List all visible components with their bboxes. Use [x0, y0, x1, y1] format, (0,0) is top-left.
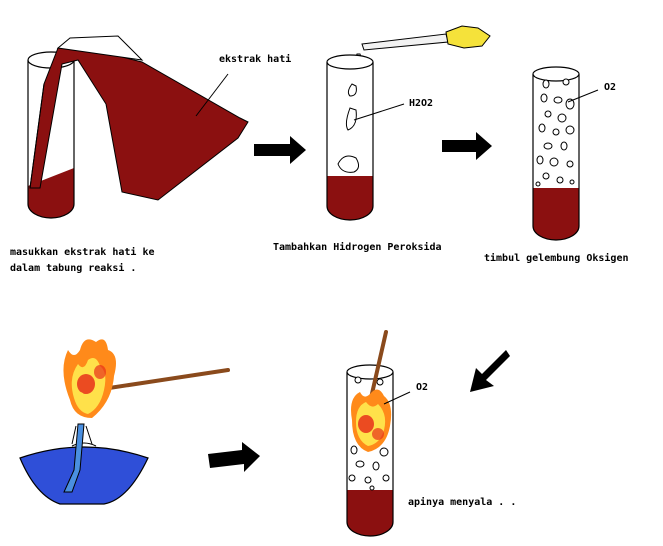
- bubble-icon: [376, 378, 384, 386]
- bubble-icon: [536, 155, 544, 165]
- dropper: [355, 25, 491, 65]
- bubble-icon: [553, 96, 563, 104]
- lamp-wick: [63, 423, 85, 493]
- ekstrak-leader: [195, 73, 229, 117]
- step-5-ignite: O2 apinya menyala . .: [346, 330, 516, 537]
- step-4-lamp: [19, 339, 230, 505]
- tube-5-liquid: [347, 490, 393, 536]
- bubble-group-1: [535, 78, 575, 187]
- bubble-icon: [355, 460, 365, 468]
- label-o2-bottom: O2: [416, 382, 428, 393]
- bubble-icon: [544, 110, 552, 118]
- bubble-group-2: [348, 376, 390, 491]
- test-tube-5: [346, 364, 394, 537]
- bubble-icon: [348, 474, 356, 482]
- caption-step-5: apinya menyala . .: [408, 496, 516, 508]
- bubble-icon: [535, 181, 541, 187]
- h2o2-leader: [353, 103, 405, 121]
- tube-2-glass: [326, 62, 374, 221]
- bubble-icon: [542, 79, 550, 89]
- arrow-right-icon: [254, 136, 306, 164]
- wooden-splint-1: [94, 368, 230, 392]
- step-2-add-h2o2: H2O2 Tambahkan Hidrogen Peroksida: [273, 25, 491, 253]
- bubble-icon: [354, 376, 362, 384]
- step-3-bubbles: O2 timbul gelembung Oksigen: [484, 66, 629, 264]
- bubble-icon: [369, 485, 375, 491]
- flame-icon: [351, 389, 392, 452]
- o2-bottom-leader: [383, 391, 411, 405]
- o2-top-leader: [567, 89, 599, 103]
- step-1-pour: ekstrak hati masukkan ekstrak hati ke da…: [10, 35, 291, 274]
- bubble-icon: [562, 78, 570, 86]
- lamp-neck: [71, 442, 97, 447]
- bubble-icon: [560, 141, 568, 151]
- bubble-icon: [364, 476, 372, 484]
- caption-step-1-line-2: dalam tabung reaksi .: [10, 262, 136, 274]
- h2o2-drop-1: [347, 83, 357, 97]
- tube-3-liquid: [533, 188, 579, 240]
- bubble-icon: [542, 172, 550, 180]
- arrow-right-icon: [208, 442, 260, 472]
- bubble-icon: [538, 123, 546, 133]
- test-tube-2: [326, 54, 374, 221]
- tube-3-glass: [532, 74, 580, 241]
- bubble-icon: [566, 160, 574, 168]
- caption-step-1-line-1: masukkan ekstrak hati ke: [10, 246, 155, 258]
- tube-5-glass: [346, 372, 394, 537]
- tube-3-mouth: [532, 66, 580, 82]
- arrow-right-icon: [442, 132, 492, 160]
- bubble-icon: [565, 125, 575, 135]
- bubble-icon: [549, 157, 559, 167]
- tube-1-glass: [27, 60, 75, 219]
- h2o2-drop-2: [345, 107, 357, 131]
- lamp-body: [19, 446, 149, 505]
- bubble-icon: [543, 142, 553, 150]
- bubble-icon: [382, 474, 390, 482]
- bubble-icon: [552, 128, 560, 136]
- extract-pour-top: [56, 35, 144, 61]
- bubble-icon: [372, 461, 380, 471]
- liver-extract-pour: [29, 35, 249, 201]
- bubble-icon: [379, 447, 389, 457]
- label-ekstrak-hati: ekstrak hati: [219, 53, 291, 65]
- caption-step-2: Tambahkan Hidrogen Peroksida: [273, 241, 442, 253]
- caption-step-3: timbul gelembung Oksigen: [484, 252, 629, 264]
- bubble-icon: [556, 176, 564, 184]
- bubble-icon: [569, 179, 575, 185]
- tube-5-mouth: [346, 364, 394, 380]
- tube-2-mouth: [326, 54, 374, 70]
- h2o2-drop-3: [337, 155, 360, 173]
- bubble-icon: [557, 113, 567, 123]
- dropper-bulb: [445, 25, 491, 49]
- test-tube-3: [532, 66, 580, 241]
- extract-left-edge: [29, 83, 45, 189]
- flame-icon: [63, 339, 116, 418]
- label-h2o2: H2O2: [409, 98, 433, 109]
- label-o2-top: O2: [604, 82, 616, 93]
- tube-2-liquid: [327, 176, 373, 220]
- tube-1-liquid: [28, 168, 74, 218]
- bubble-icon: [350, 445, 358, 455]
- bubble-icon: [540, 93, 548, 103]
- dropper-tube: [361, 33, 449, 51]
- wick-holder: [71, 425, 93, 445]
- arrow-down-left-icon: [470, 350, 510, 392]
